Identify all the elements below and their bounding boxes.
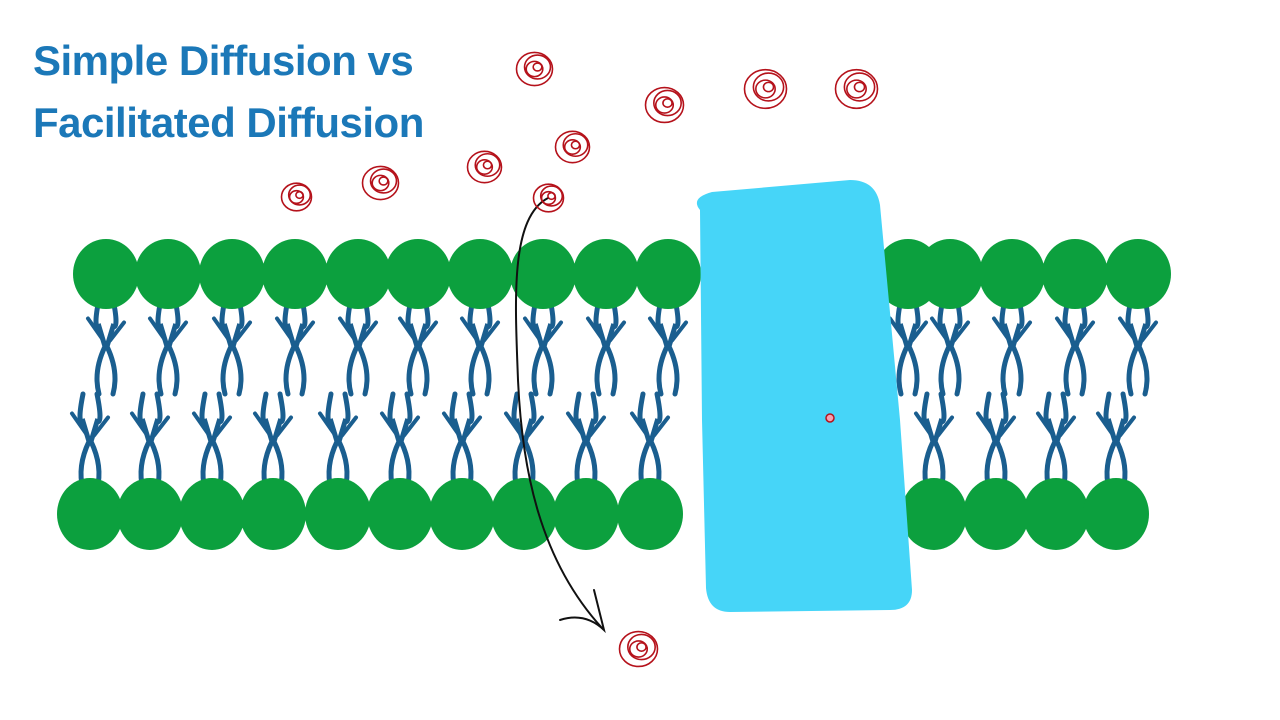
phospholipid-head-lower (553, 478, 619, 550)
phospholipid-head-lower (240, 478, 306, 550)
lower-lipid-tails (130, 391, 170, 492)
phospholipid-head-upper (199, 239, 265, 309)
title-line-2: Facilitated Diffusion (33, 99, 424, 146)
phospholipid-head-upper (262, 239, 328, 309)
upper-lipid-tails (212, 296, 252, 397)
lower-lipid-tails (70, 391, 110, 492)
molecule (618, 630, 659, 668)
molecule (532, 183, 565, 213)
lower-lipid-tails (1036, 391, 1076, 492)
phospholipid-head-upper (447, 239, 513, 309)
phospholipid-head-upper (1105, 239, 1171, 309)
diagram-title: Simple Diffusion vs Facilitated Diffusio… (33, 30, 424, 154)
upper-lipid-tails (275, 296, 315, 397)
phospholipid-head-lower (179, 478, 245, 550)
phospholipid-head-lower (963, 478, 1029, 550)
lower-lipid-tails (914, 391, 954, 492)
upper-lipid-tails (523, 296, 563, 397)
phospholipid-head-upper (135, 239, 201, 309)
phospholipid-head-upper (385, 239, 451, 309)
upper-lipid-tails (338, 296, 378, 397)
lower-lipid-tails (630, 391, 670, 492)
upper-lipid-tails (1118, 296, 1158, 397)
upper-lipid-tails (888, 296, 928, 397)
phospholipid-head-upper (917, 239, 983, 309)
upper-lipid-tails (586, 296, 626, 397)
molecule (834, 68, 879, 110)
phospholipid-head-upper (73, 239, 139, 309)
lower-lipid-tails (976, 391, 1016, 492)
molecules (280, 51, 879, 668)
phospholipid-head-lower (429, 478, 495, 550)
upper-lipid-tails (648, 296, 688, 397)
upper-lipid-tails (460, 296, 500, 397)
lower-lipid-tails (504, 391, 544, 492)
lipid-heads (57, 239, 1171, 550)
phospholipid-head-lower (305, 478, 371, 550)
lower-lipid-tails (566, 391, 606, 492)
phospholipid-head-lower (491, 478, 557, 550)
protein-marker-dot (825, 413, 835, 423)
phospholipid-head-upper (979, 239, 1045, 309)
phospholipid-head-lower (117, 478, 183, 550)
simple-diffusion-arrow (515, 197, 603, 629)
phospholipid-head-upper (1042, 239, 1108, 309)
lower-lipid-tails (318, 391, 358, 492)
molecule (361, 165, 400, 201)
phospholipid-head-lower (367, 478, 433, 550)
phospholipid-head-lower (1083, 478, 1149, 550)
upper-lipid-tails (930, 296, 970, 397)
phospholipid-head-upper (510, 239, 576, 309)
phospholipid-head-lower (901, 478, 967, 550)
molecule (644, 86, 685, 124)
upper-lipid-tails (398, 296, 438, 397)
molecule (515, 51, 554, 87)
title-line-1: Simple Diffusion vs (33, 37, 414, 84)
upper-lipid-tails (148, 296, 188, 397)
upper-lipid-tails (86, 296, 126, 397)
molecule (280, 182, 313, 212)
phospholipid-head-upper (573, 239, 639, 309)
lipid-tails (70, 296, 1158, 492)
lower-lipid-tails (253, 391, 293, 492)
upper-lipid-tails (1055, 296, 1095, 397)
lower-lipid-tails (442, 391, 482, 492)
lower-lipid-tails (1096, 391, 1136, 492)
molecule (554, 130, 591, 164)
simple-diffusion-arrowhead (559, 589, 606, 634)
molecule (743, 68, 788, 110)
upper-lipid-tails (992, 296, 1032, 397)
lower-lipid-tails (380, 391, 420, 492)
phospholipid-head-lower (1023, 478, 1089, 550)
molecule (466, 150, 503, 184)
phospholipid-head-upper (325, 239, 391, 309)
phospholipid-head-upper (635, 239, 701, 309)
phospholipid-head-lower (617, 478, 683, 550)
lower-lipid-tails (192, 391, 232, 492)
channel-protein (696, 180, 912, 612)
phospholipid-head-lower (57, 478, 123, 550)
